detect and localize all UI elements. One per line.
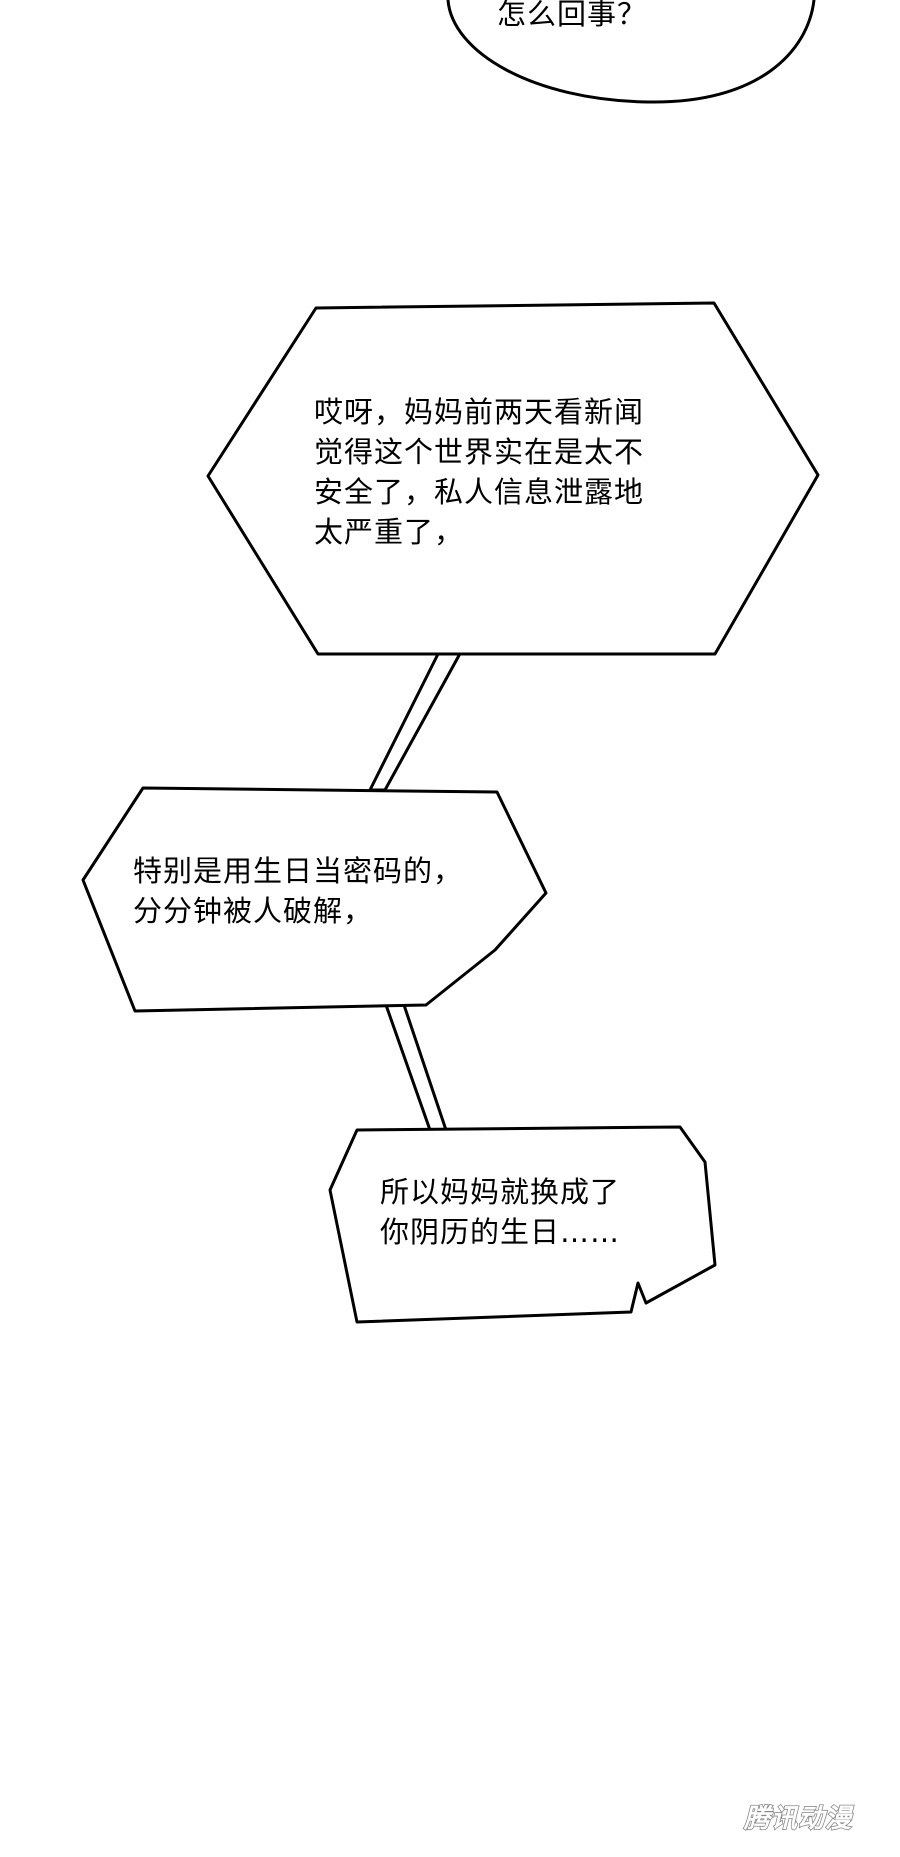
hex-bubble-1 [206,301,820,656]
hex1-bubble-line: 哎呀，妈妈前两天看新闻 [314,395,645,429]
hex1-bubble-text: 哎呀，妈妈前两天看新闻 觉得这个世界实在是太不 安全了，私人信息泄露地 太严重了… [314,392,644,552]
connector-tail-1 [368,648,464,792]
tencent-comic-watermark-logo: 腾讯动漫 [742,1803,854,1835]
speech-bubble-3 [328,1125,717,1324]
hex1-bubble-line: 安全了，私人信息泄露地 [314,475,645,509]
top-oval-bubble [446,0,816,104]
hex2-bubble-line: 分分钟被人破解， [133,894,374,928]
hex-bubble-2 [81,786,548,1013]
hex1-bubble-line: 太严重了， [314,515,465,549]
speech3-bubble-line: 你阴历的生日…… [380,1215,621,1249]
hex1-bubble-line: 觉得这个世界实在是太不 [314,435,645,469]
hex2-bubble-text: 特别是用生日当密码的， 分分钟被人破解， [133,851,463,931]
top-bubble-line: 怎么回事？ [497,0,648,31]
top-bubble-text: 怎么回事？ [497,0,647,34]
connector-tail-2 [384,1003,448,1132]
speech3-bubble-line: 所以妈妈就换成了 [380,1175,621,1209]
hex2-bubble-line: 特别是用生日当密码的， [133,854,464,888]
speech3-bubble-text: 所以妈妈就换成了 你阴历的生日…… [380,1172,620,1252]
watermark-text: 腾讯动漫 [743,1804,854,1834]
